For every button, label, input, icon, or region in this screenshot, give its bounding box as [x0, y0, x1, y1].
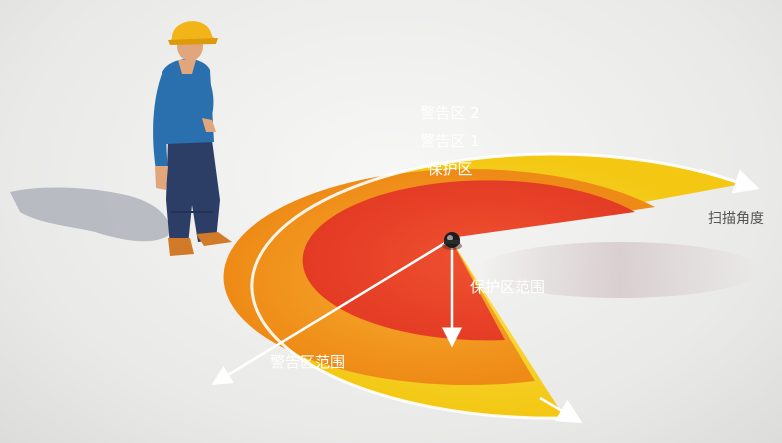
label-protection-range: 保护区范围 — [470, 278, 545, 296]
floor-reflection — [480, 242, 760, 298]
warning-range-arrow — [211, 238, 451, 385]
label-warning-zone-2: 警告区 2 — [420, 104, 479, 122]
scan-angle-arrow-top — [699, 168, 760, 194]
label-warning-range: 警告区范围 — [270, 353, 345, 371]
worker-icon — [153, 21, 232, 256]
label-scan-angle: 扫描角度 — [708, 211, 764, 227]
worker-shadow — [10, 187, 170, 242]
label-warning-zone-1: 警告区 1 — [420, 132, 479, 150]
label-protection-zone: 保护区 — [427, 160, 472, 178]
protection-zone — [302, 180, 635, 341]
scan-angle-arrow-bottom — [539, 396, 583, 424]
outer-rim — [250, 152, 743, 420]
sensor-icon — [442, 232, 462, 250]
